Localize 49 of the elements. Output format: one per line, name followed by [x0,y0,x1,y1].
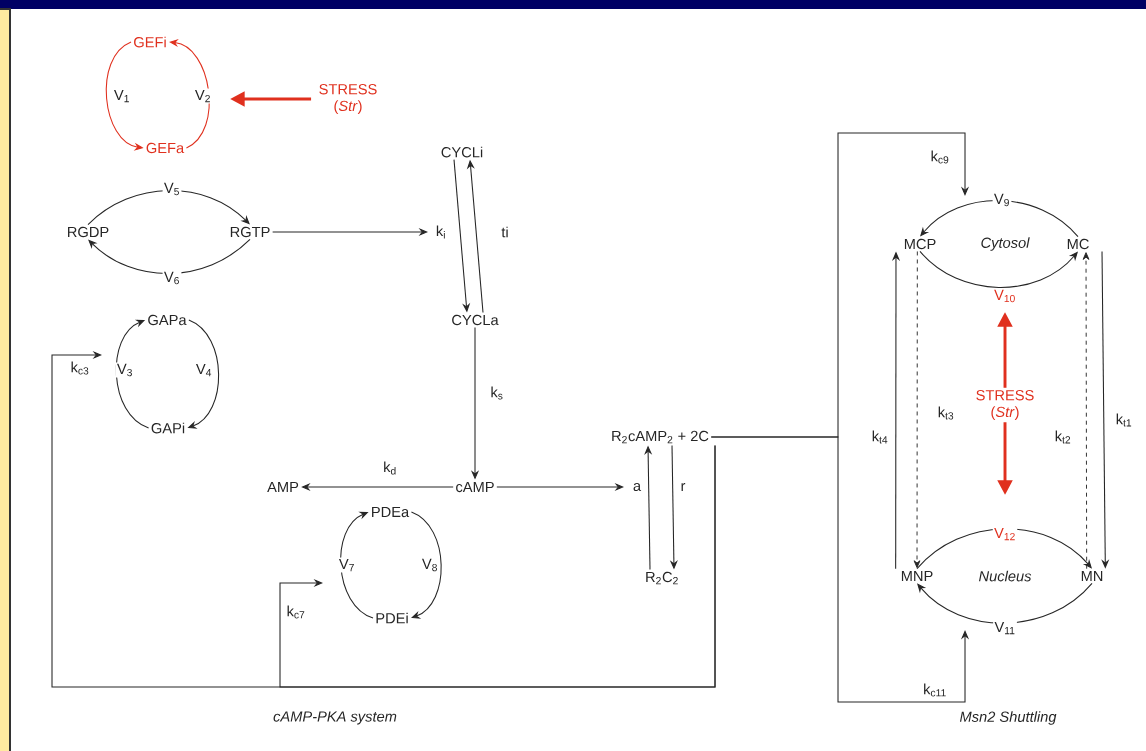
species-label: RGTP [230,226,270,238]
species-label: GAPi [151,422,185,434]
species-label: R$_{2}$cAMP$_{2}$ + 2C [612,430,709,444]
edge-label: k$_{c3}$ [69,360,91,376]
reaction-arc [916,528,1092,570]
species-label: GEFa [146,142,185,154]
species-label: MCP [904,238,936,250]
edge-label: a [631,481,643,493]
edge-label: r [679,481,687,493]
edge-label: k$_{t1}$ [1114,412,1134,428]
species-label: MC [1067,238,1089,250]
reaction-arc [340,511,374,619]
reaction-arc [920,200,1079,238]
species-label: MNP [901,570,933,582]
species-label: RGDP [68,226,109,238]
species-label: GAPa [148,314,187,326]
species-label: CYCLi [441,146,483,158]
species-label: GEFi [134,36,166,48]
compartment-label: Cytosol [981,237,1030,251]
species-label: cAMP [456,481,494,493]
edge-label: k$_{c11}$ [921,682,949,698]
edge-label: k$_{c7}$ [285,604,307,620]
reaction-arc [87,190,250,226]
edge-label: k$_{c9}$ [929,149,951,165]
edge-label: k$_{t3}$ [936,405,956,421]
panel-caption: cAMP-PKA system [273,711,397,725]
reaction-arc [88,238,251,275]
species-label: R$_{2}$C$_{2}$ [646,571,678,585]
species-label: STRESS (Str) [976,390,1034,420]
species-label: PDEa [372,506,410,518]
arrow [913,251,921,568]
edge-label: ti [500,225,510,239]
compartment-label: Nucleus [978,570,1032,582]
reaction-arc [410,511,442,619]
arrow [1082,252,1090,570]
reaction-arc [115,319,150,429]
species-label: PDEi [376,612,408,624]
edge-label: k$_{s}$ [489,385,505,401]
species-label: AMP [267,481,299,493]
species-label: STRESS (Str) [319,84,377,114]
reaction-arc [917,582,1093,624]
arrow [279,444,716,688]
species-label: MN [1081,570,1103,582]
species-label: CYCLa [452,314,499,326]
edge-label: V$_{10}$ [992,288,1018,304]
reaction-arc [919,250,1078,288]
edge-label: k$_{t2}$ [1053,429,1073,445]
edge-label: k$_{t4}$ [870,429,890,445]
panel-caption: Msn2 Shuttling [959,711,1057,725]
